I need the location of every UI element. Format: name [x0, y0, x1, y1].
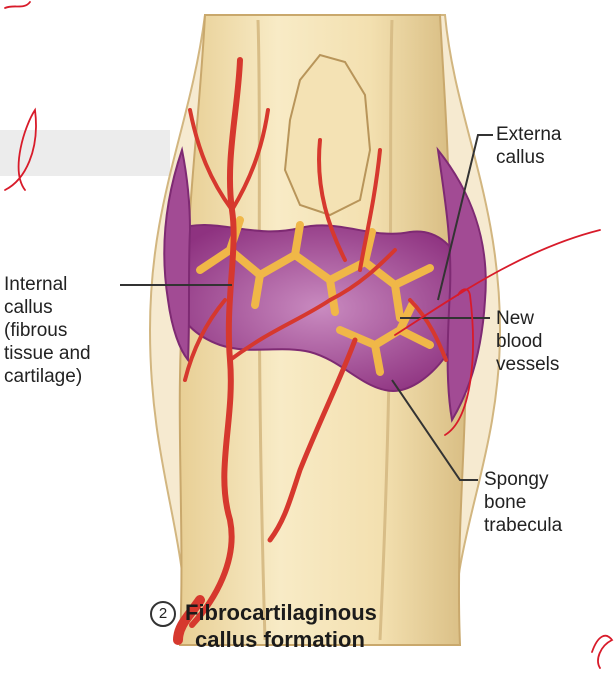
caption-line1: Fibrocartilaginous: [185, 600, 377, 625]
grey-banner: [0, 130, 170, 176]
external-callus-left: [163, 146, 192, 363]
label-internal-callus: Internal callus (fibrous tissue and cart…: [4, 274, 91, 387]
label-spongy-bone: Spongy bone trabecula: [484, 469, 563, 536]
step-number-badge: 2: [150, 601, 176, 627]
leader-lines: [120, 134, 493, 481]
ink-bottom-right: [591, 634, 614, 669]
label-new-blood-vessels: New blood vessels: [496, 308, 560, 375]
leader-external-callus: [437, 134, 493, 301]
handwritten-annotations: [4, 1, 614, 669]
leader-spongy-bone: [391, 379, 478, 481]
ink-left-loop: [4, 107, 37, 191]
ink-diagonal: [394, 229, 601, 336]
label-external-callus: Externa callus: [496, 124, 562, 168]
ink-top-left: [4, 1, 31, 9]
ink-bracket: [444, 288, 474, 436]
new-blood-vessels: [173, 57, 448, 645]
fracture-fragment: [283, 53, 372, 217]
caption-line2: callus formation: [195, 627, 365, 652]
